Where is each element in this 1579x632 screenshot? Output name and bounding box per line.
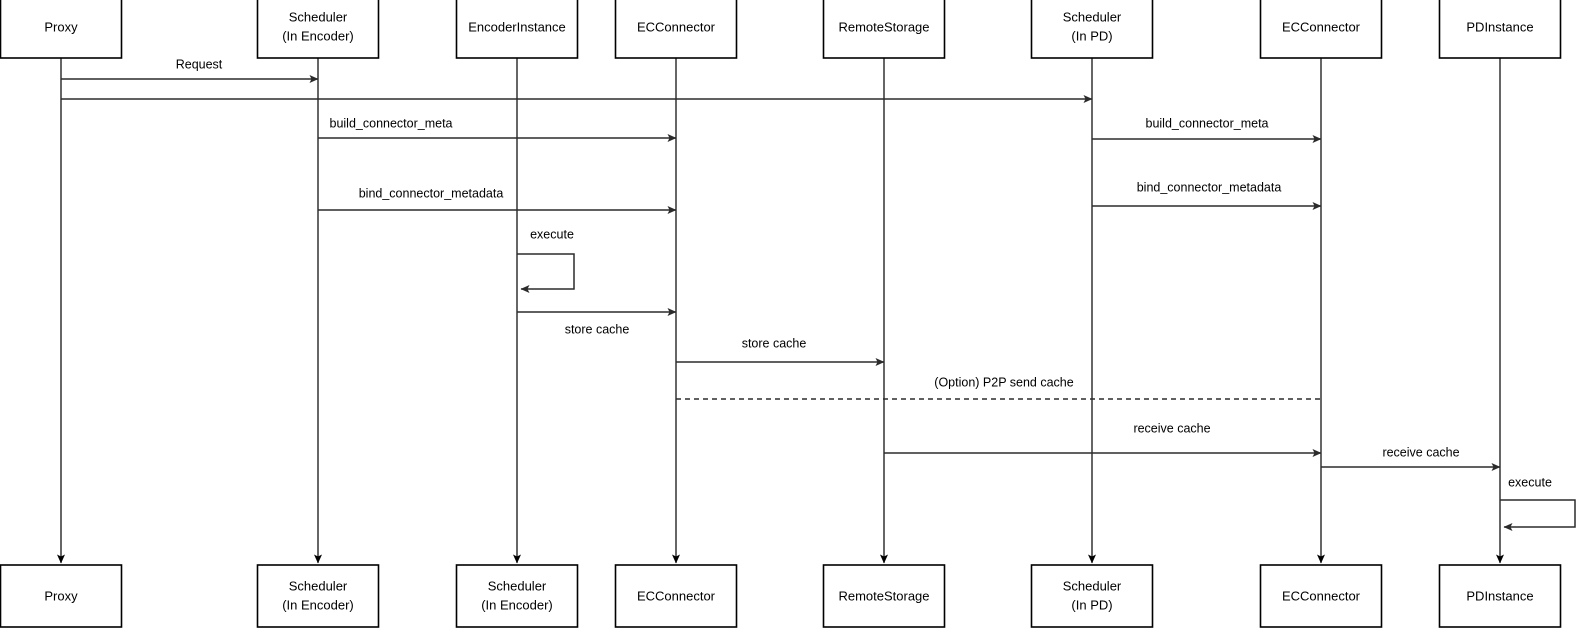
top-participant-box-sched_pd[interactable]: Scheduler (In PD)	[1030, 0, 1154, 59]
bottom-box-label-ecconn_pd: ECConnector	[1282, 588, 1361, 603]
top-box-rect-remote	[822, 0, 946, 59]
message-m6[interactable]: bind_connector_metadata	[1092, 180, 1322, 210]
bottom-participant-box-proxy[interactable]: Proxy	[0, 564, 123, 628]
bottom-box-rect-remote	[822, 564, 946, 628]
top-box-label-ecconn_enc: ECConnector	[637, 19, 716, 34]
messages-layer: Request build_connector_meta build_connect…	[61, 57, 1501, 471]
message-label-m6: bind_connector_metadata	[1137, 180, 1282, 194]
top-box-rect-encoder_inst	[455, 0, 579, 59]
message-m11[interactable]: receive cache	[1321, 445, 1501, 471]
message-label-m7: store cache	[565, 322, 630, 336]
message-m8[interactable]: store cache	[676, 336, 885, 366]
bottom-box-label-line2-sched_pd: (In PD)	[1071, 597, 1112, 612]
bottom-box-rect-proxy	[0, 564, 123, 628]
top-box-label-proxy: Proxy	[44, 19, 78, 34]
top-box-label-ecconn_pd: ECConnector	[1282, 19, 1361, 34]
bottom-box-label-proxy: Proxy	[44, 588, 78, 603]
self-message-s1[interactable]: execute	[517, 227, 575, 293]
bottom-participant-box-ecconn_pd[interactable]: ECConnector	[1259, 564, 1383, 628]
bottom-box-label-line1-sched_enc: Scheduler	[289, 578, 348, 593]
bottom-box-label-line2-encoder_inst: (In Encoder)	[481, 597, 553, 612]
top-participant-box-sched_enc[interactable]: Scheduler (In Encoder)	[256, 0, 380, 59]
bottom-participant-box-encoder_inst[interactable]: Scheduler (In Encoder)	[455, 564, 579, 628]
top-box-label-encoder_inst: EncoderInstance	[468, 19, 566, 34]
top-box-rect-ecconn_pd	[1259, 0, 1383, 59]
bottom-box-label-pdinst: PDInstance	[1466, 588, 1533, 603]
top-box-label-line1-sched_enc: Scheduler	[289, 9, 348, 24]
lifelines-layer	[57, 58, 1504, 564]
self-message-s2[interactable]: execute	[1500, 475, 1576, 531]
bottom-participant-box-pdinst[interactable]: PDInstance	[1438, 564, 1562, 628]
message-m4[interactable]: build_connector_meta	[1092, 116, 1322, 143]
message-m9[interactable]: (Option) P2P send cache	[676, 375, 1321, 400]
message-label-m11: receive cache	[1382, 445, 1459, 459]
top-box-rect-sched_enc	[256, 0, 380, 59]
bottom-box-label-line2-sched_enc: (In Encoder)	[282, 597, 354, 612]
bottom-box-label-ecconn_enc: ECConnector	[637, 588, 716, 603]
bottom-participant-box-sched_enc[interactable]: Scheduler (In Encoder)	[256, 564, 380, 628]
self-message-path-s1	[517, 253, 575, 293]
message-m7[interactable]: store cache	[517, 308, 677, 336]
bottom-participant-box-sched_pd[interactable]: Scheduler (In PD)	[1030, 564, 1154, 628]
bottom-box-rect-encoder_inst	[455, 564, 579, 628]
message-m5[interactable]: bind_connector_metadata	[318, 186, 677, 214]
bottom-box-label-remote: RemoteStorage	[838, 588, 929, 603]
bottom-participant-box-ecconn_enc[interactable]: ECConnector	[614, 564, 738, 628]
message-label-m5: bind_connector_metadata	[359, 186, 504, 200]
bottom-participant-box-remote[interactable]: RemoteStorage	[822, 564, 946, 628]
bottom-box-label-line1-encoder_inst: Scheduler	[488, 578, 547, 593]
message-label-m3: build_connector_meta	[330, 116, 453, 130]
top-box-label-line2-sched_enc: (In Encoder)	[282, 28, 354, 43]
top-participant-box-ecconn_pd[interactable]: ECConnector	[1259, 0, 1383, 59]
bottom-box-rect-sched_pd	[1030, 564, 1154, 628]
message-m3[interactable]: build_connector_meta	[318, 116, 677, 142]
self-message-path-s2	[1500, 499, 1576, 531]
bottom-participant-boxes: Proxy Scheduler (In Encoder) Scheduler (In E…	[0, 564, 1562, 628]
top-participant-box-pdinst[interactable]: PDInstance	[1438, 0, 1562, 59]
top-participant-box-encoder_inst[interactable]: EncoderInstance	[455, 0, 579, 59]
bottom-box-rect-sched_enc	[256, 564, 380, 628]
top-box-label-line1-sched_pd: Scheduler	[1063, 9, 1122, 24]
message-m1[interactable]: Request	[61, 57, 319, 83]
self-message-label-s2: execute	[1508, 475, 1552, 489]
bottom-box-rect-ecconn_pd	[1259, 564, 1383, 628]
message-label-m8: store cache	[742, 336, 807, 350]
top-participant-box-remote[interactable]: RemoteStorage	[822, 0, 946, 59]
top-participant-box-proxy[interactable]: Proxy	[0, 0, 123, 59]
self-message-label-s1: execute	[530, 227, 574, 241]
top-box-rect-proxy	[0, 0, 123, 59]
top-participant-box-ecconn_enc[interactable]: ECConnector	[614, 0, 738, 59]
top-box-rect-pdinst	[1438, 0, 1562, 59]
message-m10[interactable]: receive cache	[884, 421, 1322, 457]
message-label-m10: receive cache	[1133, 421, 1210, 435]
top-participant-boxes: Proxy Scheduler (In Encoder) EncoderInstanc…	[0, 0, 1562, 59]
bottom-box-rect-ecconn_enc	[614, 564, 738, 628]
top-box-rect-sched_pd	[1030, 0, 1154, 59]
message-label-m9: (Option) P2P send cache	[934, 375, 1073, 389]
message-label-m1: Request	[176, 57, 223, 71]
top-box-label-pdinst: PDInstance	[1466, 19, 1533, 34]
bottom-box-rect-pdinst	[1438, 564, 1562, 628]
top-box-rect-ecconn_enc	[614, 0, 738, 59]
top-box-label-line2-sched_pd: (In PD)	[1071, 28, 1112, 43]
message-label-m4: build_connector_meta	[1146, 116, 1269, 130]
bottom-box-label-line1-sched_pd: Scheduler	[1063, 578, 1122, 593]
self-messages-layer: execute execute	[517, 227, 1576, 531]
top-box-label-remote: RemoteStorage	[838, 19, 929, 34]
